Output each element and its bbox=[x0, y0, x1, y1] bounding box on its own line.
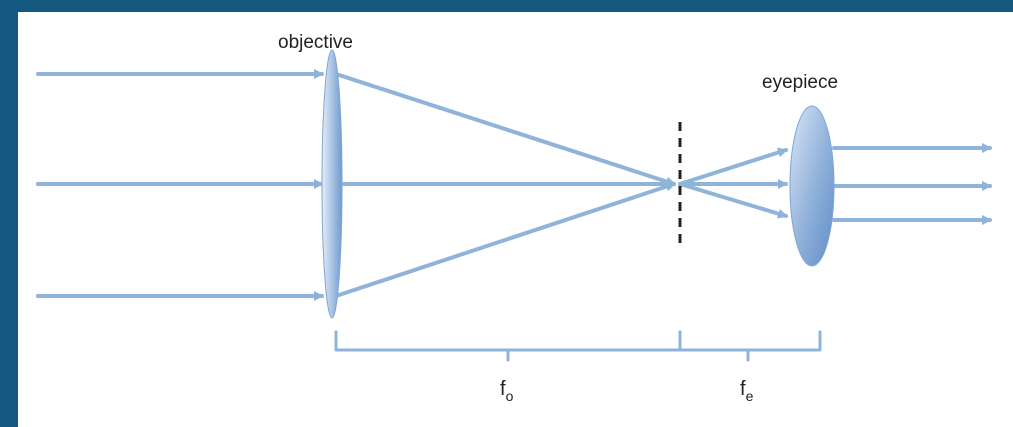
converging-ray-top bbox=[334, 72, 676, 187]
focal-length-bracket-eyepiece bbox=[678, 330, 822, 362]
diverging-ray-bottom bbox=[678, 182, 788, 219]
telescope-diagram: objective eyepiece fo fe bbox=[36, 32, 992, 404]
objective-lens bbox=[321, 49, 343, 319]
diverging-ray-top bbox=[678, 147, 788, 186]
converging-ray-bottom bbox=[334, 181, 676, 298]
eyepiece-label: eyepiece bbox=[762, 72, 838, 93]
fe-subscript: e bbox=[746, 388, 754, 404]
objective-label: objective bbox=[278, 32, 353, 53]
eyepiece-focal-length-label: fe bbox=[740, 378, 754, 404]
eyepiece-lens bbox=[789, 105, 835, 267]
objective-focal-length-label: fo bbox=[500, 378, 514, 404]
focal-length-bracket-objective bbox=[334, 330, 682, 362]
fo-subscript: o bbox=[506, 388, 514, 404]
fe-main: f bbox=[740, 378, 746, 400]
fo-main: f bbox=[500, 378, 506, 400]
diagram-canvas: objective eyepiece fo fe bbox=[18, 12, 1013, 427]
